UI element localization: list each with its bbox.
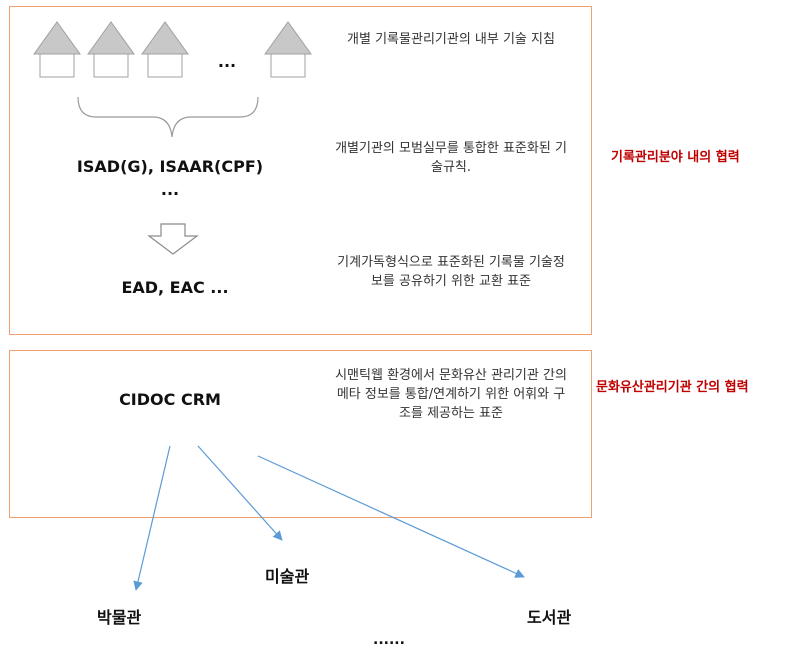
internal-guideline-description: 개별 기록물관리기관의 내부 기술 지침 bbox=[347, 32, 555, 47]
internal-cooperation-panel bbox=[9, 6, 592, 335]
records-management-cooperation-label: 기록관리분야 내의 협력 bbox=[611, 150, 740, 165]
museum-label: 박물관 bbox=[97, 608, 142, 627]
library-label: 도서관 bbox=[527, 608, 572, 627]
cidoc-crm-label: CIDOC CRM bbox=[119, 390, 221, 409]
descriptive-rules-description: 개별기관의 모범실무를 통합한 표준화된 기술규칙. bbox=[335, 141, 567, 175]
cultural-heritage-cooperation-label: 문화유산관리기관 간의 협력 bbox=[596, 380, 749, 395]
houses-ellipsis: ... bbox=[217, 52, 237, 71]
more-institutions-ellipsis: ...... bbox=[373, 632, 405, 648]
exchange-standard-description: 기계가독형식으로 표준화된 기록물 기술정보를 공유하기 위한 교환 표준 bbox=[337, 255, 565, 289]
art-museum-label: 미술관 bbox=[265, 567, 310, 586]
descriptive-standards-label: ISAD(G), ISAAR(CPF) bbox=[76, 157, 264, 176]
exchange-standards-label: EAD, EAC ... bbox=[121, 278, 229, 297]
standards-ellipsis: ... bbox=[160, 180, 180, 199]
cidoc-crm-description: 시맨틱웹 환경에서 문화유산 관리기관 간의 메타 정보를 통합/연계하기 위한… bbox=[335, 368, 567, 421]
